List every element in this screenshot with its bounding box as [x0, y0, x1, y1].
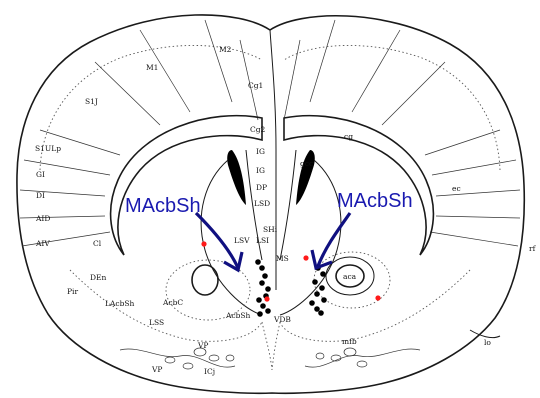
- midline-fissure: [270, 30, 276, 290]
- label-ec: ec: [452, 184, 461, 193]
- black-marker-dot: [255, 259, 261, 265]
- black-marker-dot: [320, 271, 326, 277]
- label-rf: rf: [529, 244, 537, 253]
- black-marker-dot: [262, 273, 268, 279]
- black-marker-dot: [319, 285, 325, 291]
- black-marker-dot: [309, 300, 315, 306]
- label-mfb: mfb: [342, 337, 357, 346]
- label-cg1: Cg1: [248, 81, 263, 90]
- brain-outline: [17, 15, 524, 393]
- label-lss: LSS: [149, 318, 164, 327]
- label-aca: aca: [343, 272, 357, 281]
- black-marker-dot: [314, 306, 320, 312]
- vp-islands: [165, 348, 367, 369]
- label-aid: AID: [35, 214, 50, 223]
- black-marker-dot: [318, 310, 324, 316]
- label-dp: DP: [256, 183, 267, 192]
- label-m1: M1: [146, 63, 158, 72]
- black-marker-dot: [256, 297, 262, 303]
- label-den: DEn: [90, 273, 106, 282]
- label-icj: ICj: [204, 367, 215, 376]
- label-cg2: Cg2: [250, 125, 266, 134]
- black-marker-dot: [260, 303, 266, 309]
- lateral-olfactory-bump: [470, 330, 500, 338]
- label-ms: MS: [276, 254, 289, 263]
- red-marker-dot: [375, 295, 380, 300]
- red-marker-dot: [264, 296, 269, 301]
- label-gi: GI: [36, 170, 45, 179]
- black-marker-dot: [321, 297, 327, 303]
- red-marker-dot: [201, 241, 206, 246]
- black-marker-dot: [259, 265, 265, 271]
- black-marker-dot: [265, 308, 271, 314]
- label-lacbsh: LAcbSh: [105, 299, 135, 308]
- black-marker-dot: [257, 311, 263, 317]
- aca-left: [192, 265, 218, 295]
- label-vdb: VDB: [273, 315, 291, 324]
- red-marker-dot: [303, 255, 308, 260]
- striatum-boundary-left: [201, 160, 262, 315]
- label-cg-right: cg: [344, 132, 353, 141]
- annotation-arrow-right: [312, 213, 350, 268]
- label-acbsh: AcbSh: [225, 311, 251, 320]
- label-m2: M2: [219, 45, 232, 54]
- black-marker-dot: [314, 291, 320, 297]
- basal-contour-right: [280, 270, 470, 341]
- label-lsd: LSD: [254, 199, 270, 208]
- label-pir: Pir: [67, 287, 78, 296]
- label-aiv: AIV: [35, 239, 50, 248]
- label-igi: IG: [256, 147, 265, 156]
- cortex-inner-contour-right: [284, 45, 500, 170]
- label-cl: Cl: [93, 239, 102, 248]
- label-lsi: LSI: [256, 236, 269, 245]
- black-marker-dot: [312, 279, 318, 285]
- black-marker-dot: [259, 280, 265, 286]
- label-vp: VP: [197, 341, 208, 350]
- black-marker-dot: [265, 286, 271, 292]
- label-gcc: gcc: [300, 159, 313, 168]
- label-s1j: S1J: [85, 97, 98, 106]
- label-lo: lo: [484, 338, 491, 347]
- label-di: DI: [36, 191, 45, 200]
- annotation-right: MAcbSh: [337, 190, 413, 212]
- vdb-contour: [262, 322, 280, 370]
- annotation-left: MAcbSh: [125, 195, 201, 217]
- label-lsv: LSV: [234, 236, 250, 245]
- label-s1ulp: S1ULp: [35, 144, 61, 153]
- label-shi: SHi: [263, 225, 278, 234]
- label-vp-2: VP: [151, 365, 162, 374]
- cortical-divisions-right: [284, 20, 520, 246]
- label-ig: IG: [256, 166, 265, 175]
- label-acbc: AcbC: [162, 298, 183, 307]
- lateral-ventricle-left: [227, 150, 246, 205]
